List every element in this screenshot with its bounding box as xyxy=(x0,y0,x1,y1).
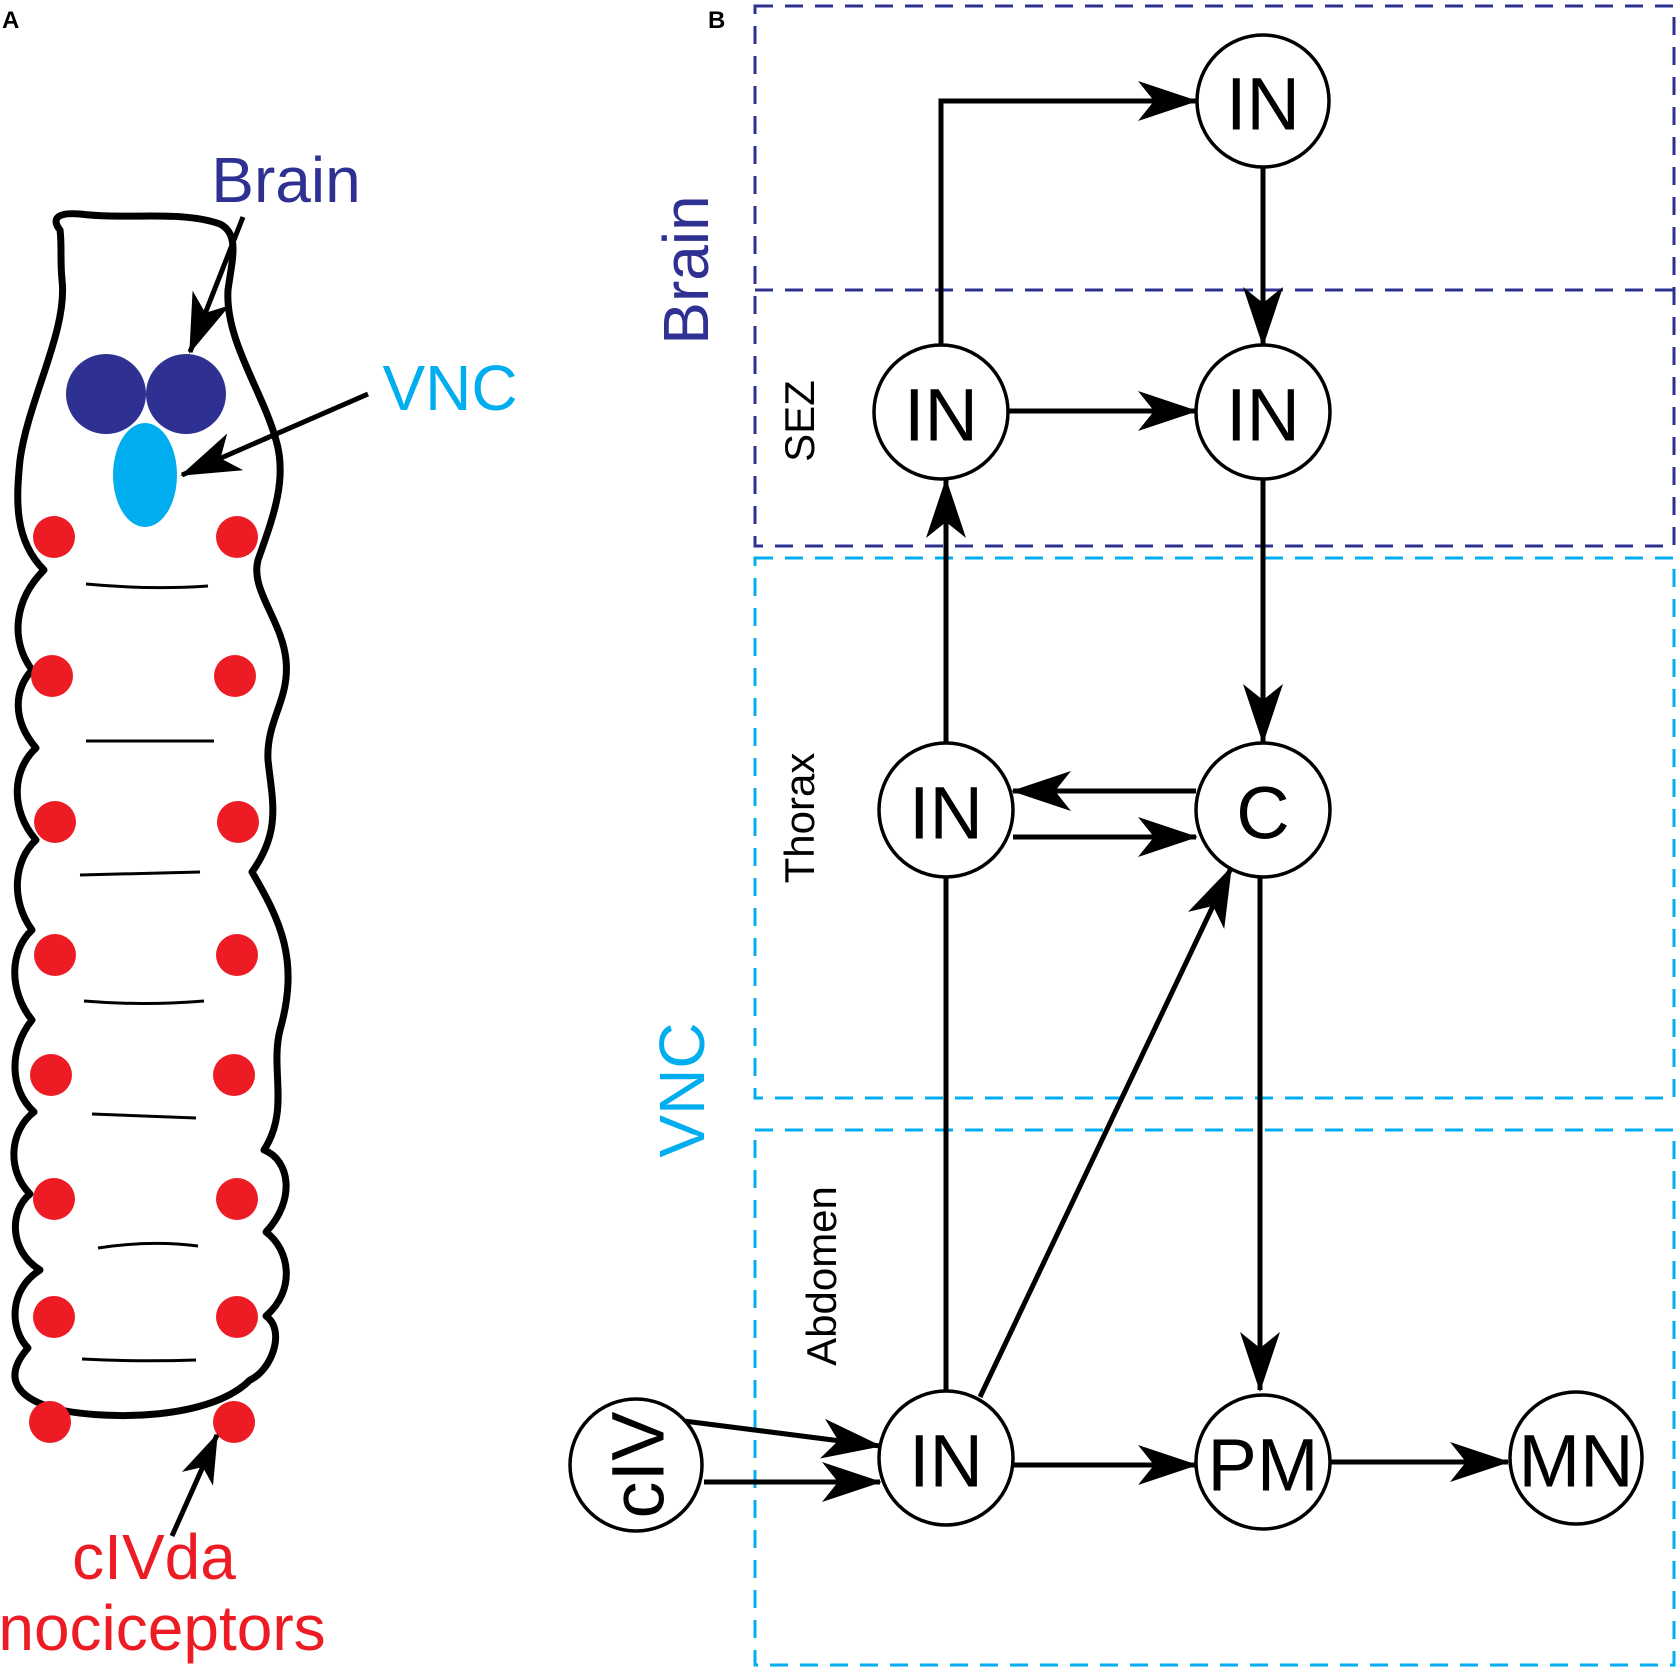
segment-line xyxy=(91,1112,197,1120)
node-sez-in-right: IN xyxy=(1194,343,1332,481)
nociceptor-dot xyxy=(213,1401,255,1443)
nodes: IN IN IN IN C cIV xyxy=(568,33,1644,1533)
abdomen-region-box xyxy=(753,1128,1676,1667)
node-thorax-in: IN xyxy=(877,741,1015,879)
nociceptor-dot xyxy=(33,516,75,558)
panel-a-vnc-label: VNC xyxy=(382,352,517,424)
panel-b-vnc-label: VNC xyxy=(646,1022,718,1157)
nociceptor-dot xyxy=(30,1054,72,1096)
region-label-sez: SEZ xyxy=(776,380,823,462)
region-label-abdomen: Abdomen xyxy=(798,1186,845,1366)
edge-civ-to-abd-in-top xyxy=(683,1418,882,1459)
nociceptor-dot xyxy=(33,1178,75,1220)
node-sez-in-left: IN xyxy=(872,343,1010,481)
node-brain-in: IN xyxy=(1195,33,1331,169)
segment-line xyxy=(79,870,201,877)
edge-abd-in-to-c xyxy=(977,866,1234,1399)
node-abd-in: IN xyxy=(877,1389,1015,1527)
panel-a-letter: A xyxy=(2,7,19,34)
node-label: cIV xyxy=(597,1411,680,1519)
nociceptor-dot xyxy=(31,655,73,697)
panel-a-brain-label: Brain xyxy=(211,144,360,216)
nociceptor-dot xyxy=(216,1178,258,1220)
node-label: MN xyxy=(1518,1420,1633,1503)
node-label: IN xyxy=(904,374,978,457)
panel-b: B Brain VNC SEZ Thorax Abdomen xyxy=(568,4,1676,1667)
segment-line xyxy=(81,1357,197,1363)
segment-line xyxy=(85,582,209,590)
nociceptor-dots xyxy=(29,516,259,1443)
edges xyxy=(683,81,1510,1502)
thorax-region-box xyxy=(753,556,1676,1100)
nociceptor-dot xyxy=(216,934,258,976)
brain-lobe-right xyxy=(146,354,226,434)
node-mn: MN xyxy=(1508,1390,1644,1526)
nociceptor-dot xyxy=(216,1296,258,1338)
nociceptor-dot xyxy=(33,1296,75,1338)
nociceptor-dot xyxy=(34,801,76,843)
node-label: IN xyxy=(909,772,983,855)
node-label: C xyxy=(1236,772,1289,855)
panel-b-brain-label: Brain xyxy=(650,195,722,344)
node-label: IN xyxy=(909,1420,983,1503)
nociceptor-dot xyxy=(214,655,256,697)
nociceptor-dot xyxy=(29,1401,71,1443)
node-civ: cIV xyxy=(568,1397,704,1533)
nociceptor-pointer-arrow xyxy=(169,1433,220,1538)
brain-region-box xyxy=(753,4,1676,548)
region-label-thorax: Thorax xyxy=(776,753,823,884)
node-pm: PM xyxy=(1194,1393,1332,1531)
nociceptor-dot xyxy=(217,801,259,843)
node-thorax-c: C xyxy=(1194,741,1332,879)
larva-body-outline xyxy=(10,210,292,1420)
node-label: PM xyxy=(1208,1424,1319,1507)
brain-pointer-arrow xyxy=(187,216,246,354)
panel-b-letter: B xyxy=(708,7,725,34)
node-label: IN xyxy=(1226,63,1300,146)
brain-lobe-left xyxy=(66,354,146,434)
vnc-shape xyxy=(113,423,177,527)
nociceptor-dot xyxy=(216,516,258,558)
panel-a: A xyxy=(0,7,518,1664)
segment-line xyxy=(97,1241,199,1250)
node-label: IN xyxy=(1226,374,1300,457)
segment-line xyxy=(83,999,205,1005)
panel-a-nociceptor-label-line2: nociceptors xyxy=(0,1592,326,1664)
nociceptor-dot xyxy=(34,934,76,976)
vnc-pointer-arrow xyxy=(180,391,369,478)
panel-a-nociceptor-label-line1: cIVda xyxy=(72,1521,236,1593)
nociceptor-dot xyxy=(213,1054,255,1096)
edge-sez-in-to-brain-in xyxy=(938,81,1198,345)
